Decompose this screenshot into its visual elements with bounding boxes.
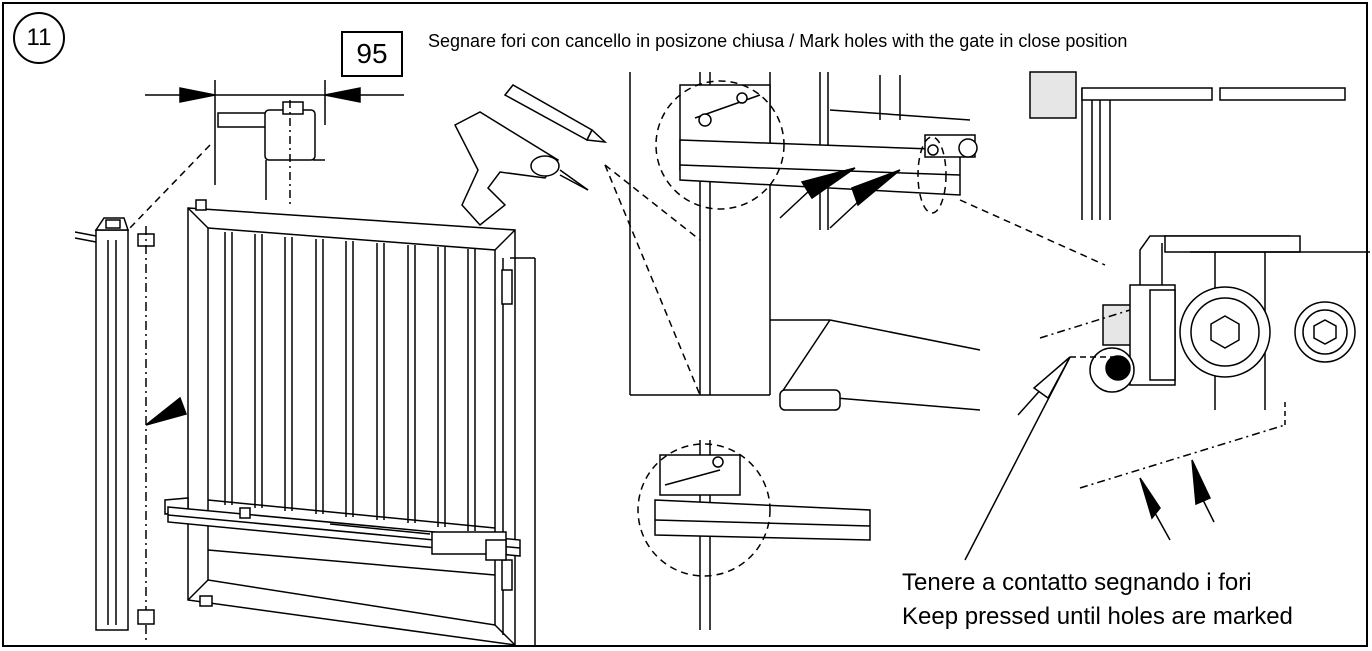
pencil-icon — [503, 84, 608, 143]
note-line-italian: Tenere a contatto segnando i fori — [902, 569, 1252, 596]
dimension-label: 95 — [341, 31, 403, 77]
gate-leaf — [187, 199, 536, 646]
gate-post — [74, 217, 187, 640]
drill-icon — [453, 111, 589, 227]
enlarged-bracket-view — [604, 72, 1106, 411]
plan-view — [1029, 71, 1346, 220]
step-number-badge: 11 — [13, 12, 65, 64]
instruction-text: Segnare fori con cancello in posizone ch… — [428, 31, 1128, 51]
hinge-dimension-detail — [145, 80, 404, 205]
note-line-english: Keep pressed until holes are marked — [902, 603, 1293, 630]
operator-arm — [164, 497, 521, 561]
bottom-bracket-detail — [637, 440, 871, 630]
enlarged-hinge-detail — [964, 235, 1370, 561]
